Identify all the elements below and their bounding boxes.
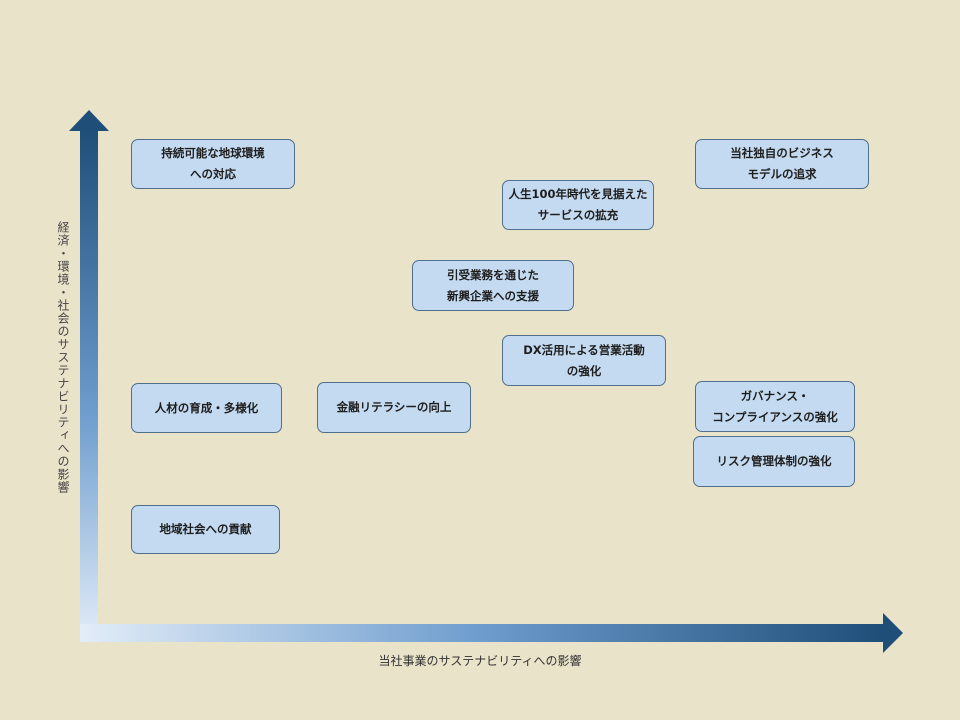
node-dx-sales: DX活用による営業活動 の強化 (502, 335, 666, 386)
node-environment: 持続可能な地球環境 への対応 (131, 139, 295, 189)
node-community: 地域社会への貢献 (131, 505, 280, 554)
node-business-model: 当社独自のビジネス モデルの追求 (695, 139, 869, 189)
x-axis-label: 当社事業のサステナビリティへの影響 (378, 654, 582, 668)
node-longevity-services: 人生100年時代を見据えた サービスの拡充 (502, 180, 654, 230)
node-risk-management: リスク管理体制の強化 (693, 436, 855, 487)
x-axis-shaft (80, 624, 884, 642)
node-underwriting-support: 引受業務を通じた 新興企業への支援 (412, 260, 574, 311)
y-axis-label: 経済・環境・社会のサステナビリティへの影響 (56, 221, 70, 494)
node-talent: 人材の育成・多様化 (131, 383, 282, 433)
x-axis-arrowhead (883, 613, 903, 653)
y-axis-shaft (80, 130, 98, 642)
node-financial-literacy: 金融リテラシーの向上 (317, 382, 471, 433)
node-governance: ガバナンス・ コンプライアンスの強化 (695, 381, 855, 432)
y-axis-arrowhead (69, 110, 109, 131)
